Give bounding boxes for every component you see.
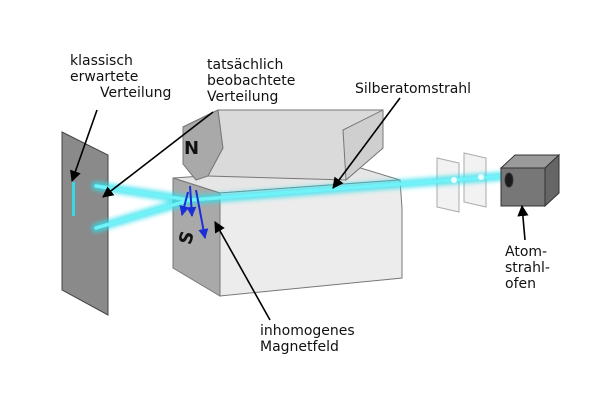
label-oven-line-1: Atom- xyxy=(505,244,548,260)
label-observed-line-2: beobachtete xyxy=(207,73,296,89)
label-field-line-1: inhomogenes xyxy=(260,323,355,339)
label-atom-beam-oven: Atom- strahl- ofen xyxy=(505,244,550,292)
collimator-slit-1 xyxy=(436,157,460,213)
magnetic-field-arrows xyxy=(179,185,209,239)
label-inhomogeneous-field: inhomogenes Magnetfeld xyxy=(260,323,355,355)
label-oven-line-3: ofen xyxy=(505,276,536,292)
label-observed-line-1: tatsächlich xyxy=(207,57,284,73)
label-observed-distribution: tatsächlich beobachtete Verteilung xyxy=(207,57,295,105)
magnet-north-pole xyxy=(182,109,384,182)
label-classical-distribution: klassisch erwartete Verteilung xyxy=(70,53,171,101)
label-classical-line-2: erwartete xyxy=(70,69,139,85)
label-classical-line-3: Verteilung xyxy=(100,85,172,101)
label-classical-line-1: klassisch xyxy=(70,53,133,69)
classical-distribution-mark xyxy=(72,182,75,216)
label-silver-atom-beam: Silberatomstrahl xyxy=(355,81,472,97)
oven-block xyxy=(499,153,561,208)
label-observed-line-3: Verteilung xyxy=(207,89,279,105)
silver-atom-beam xyxy=(91,171,510,233)
label-north-pole: N xyxy=(184,138,200,159)
label-oven-line-2: strahl- xyxy=(505,260,550,276)
label-field-line-2: Magnetfeld xyxy=(260,339,339,355)
pointer-lines xyxy=(70,97,529,321)
